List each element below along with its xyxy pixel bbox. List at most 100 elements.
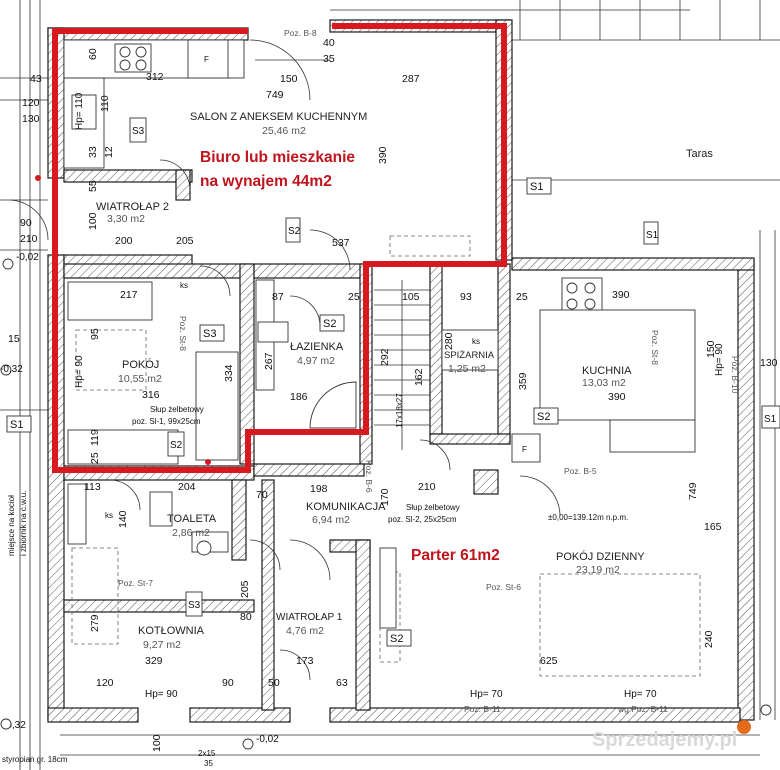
section-tag: S2 <box>323 318 336 330</box>
dim-label: 205 <box>176 235 194 247</box>
column-2-note-line-1: Słup żelbetowy <box>406 503 460 512</box>
level-note: ±0,00=139.12m n.p.m. <box>548 513 628 522</box>
insulation-note: styropian gr. 18cm <box>2 755 68 764</box>
ks-label-3: ks <box>105 511 113 520</box>
section-tag: S2 <box>390 633 403 645</box>
dim-label: 749 <box>266 89 284 101</box>
window-label: Hp= 90 <box>145 689 178 700</box>
ground-floor-title: Parter 61m2 <box>411 547 500 564</box>
walls <box>47 19 755 723</box>
section-tag: S1 <box>764 414 777 425</box>
office-title-line-1: Biuro lub mieszkanie <box>200 149 355 166</box>
dim-label: 55 <box>87 180 99 192</box>
room-name-pokoj-dzienny: POKÓJ DZIENNY <box>556 550 645 563</box>
dim-label: 119 <box>89 429 101 446</box>
dim-label: 140 <box>117 510 129 528</box>
dim-label: 292 <box>379 348 391 366</box>
dim-label: 312 <box>146 71 164 83</box>
elevation-label: -0,02 <box>16 252 39 263</box>
ks-label: ks <box>180 281 188 290</box>
dim-label: 50 <box>268 677 280 689</box>
dim-label: 120 <box>22 97 40 109</box>
dim-label: 279 <box>89 614 101 632</box>
dim-label: 25 <box>516 291 528 303</box>
dim-label: 217 <box>120 289 138 301</box>
poz-label: Poz. B-10 <box>730 356 740 394</box>
column-1-note-line-1: Słup żelbetowy <box>150 405 204 414</box>
room-name-wiatrolap2: WIATROŁAP 2 <box>96 201 169 213</box>
dim-label: 100 <box>87 212 99 230</box>
section-tag: S1 <box>646 230 659 241</box>
dim-label: 35 <box>204 759 213 768</box>
office-title-line-2: na wynajem 44m2 <box>200 173 332 190</box>
structural-refs: Poz. B-8 Poz. St-8 Poz. St-8 Poz. B-6 Po… <box>118 28 740 714</box>
room-area-kotlownia: 9,27 m2 <box>143 639 181 651</box>
section-tags: S1 S1 S1 S1 S2 S2 S2 S2 S2 S3 S3 S3 <box>6 117 780 647</box>
dim-label: 173 <box>296 655 314 667</box>
dim-label: 60 <box>87 48 99 60</box>
window-label: Hp= 90 <box>714 343 725 376</box>
rental-unit-outline <box>52 23 507 473</box>
dim-label: 165 <box>704 521 722 533</box>
dim-label: 80 <box>240 611 252 623</box>
dim-label: 200 <box>115 235 133 247</box>
room-area-kuchnia: 13,03 m2 <box>582 377 626 389</box>
rental-annotations: Biuro lub mieszkanie na wynajem 44m2 Par… <box>200 149 500 564</box>
window-label: Hp= 70 <box>470 689 503 700</box>
dim-label: 334 <box>223 364 235 382</box>
dim-label: 95 <box>89 328 101 340</box>
window-label: Hp= 110 <box>74 92 85 130</box>
dim-label: 240 <box>703 630 715 648</box>
ks-label-2: ks <box>472 337 480 346</box>
room-area-wiatrolap1: 4,76 m2 <box>286 625 324 637</box>
elevation-label: -0,32 <box>0 364 23 375</box>
watermark-badge <box>737 720 751 734</box>
poz-label: Poz. B-6 <box>364 460 374 493</box>
marker-dot <box>35 175 41 181</box>
dim-label: 63 <box>336 677 348 689</box>
elevation-label: -0,02 <box>256 734 279 745</box>
room-area-toaleta: 2,86 m2 <box>172 527 210 539</box>
room-area-pokoj-dzienny: 23,19 m2 <box>576 564 620 576</box>
staircase <box>374 280 430 450</box>
dim-label: 90 <box>222 677 234 689</box>
poz-label: Poz. B-5 <box>564 466 597 476</box>
section-tag: S2 <box>537 411 550 423</box>
elevation-marks: -0,02 -0,02 -0,32 -0,32 <box>0 252 772 750</box>
dim-label: 186 <box>290 391 308 403</box>
dim-label: 537 <box>332 237 350 249</box>
dim-label: 205 <box>239 580 251 598</box>
dim-label: 210 <box>418 481 436 493</box>
dim-label: 33 <box>87 146 99 158</box>
dimensions: 749 312 150 287 390 390 390 359 217 316 … <box>8 37 778 768</box>
dim-label: 113 <box>84 481 101 493</box>
watermark: Sprzedajemy.pl <box>592 729 737 751</box>
room-name-kotlownia: KOTŁOWNIA <box>138 625 205 637</box>
dim-label: 359 <box>517 372 529 390</box>
dim-label: 390 <box>377 146 389 164</box>
dim-label: 2x15 <box>198 749 216 758</box>
dim-label: 150 <box>280 73 298 85</box>
dim-label: 130 <box>22 113 40 125</box>
dim-label: 329 <box>145 655 163 667</box>
dim-label: 150 <box>705 340 717 358</box>
boiler-note-line-2: i zbiornik na c.w.u. <box>19 491 28 556</box>
dim-label: 287 <box>402 73 420 85</box>
dim-label: 210 <box>20 233 38 245</box>
room-name-salon: SALON Z ANEKSEM KUCHENNYM <box>190 111 367 123</box>
stairs-note: 17x18x27 <box>395 393 404 428</box>
dim-label: 316 <box>142 389 160 401</box>
dim-label: 25 <box>89 452 101 464</box>
dim-label: 170 <box>379 488 391 506</box>
dim-label: 198 <box>310 483 328 495</box>
elevation-label: -0,32 <box>3 720 26 731</box>
section-tag: S3 <box>132 126 145 137</box>
boiler-note-line-1: miejsce na kocioł <box>7 495 16 556</box>
room-name-kuchnia: KUCHNIA <box>582 365 632 377</box>
room-name-komunikacja: KOMUNIKACJA <box>306 501 386 513</box>
dim-label: 100 <box>151 734 163 752</box>
dim-label: 43 <box>30 73 42 85</box>
dim-label: 93 <box>460 291 472 303</box>
